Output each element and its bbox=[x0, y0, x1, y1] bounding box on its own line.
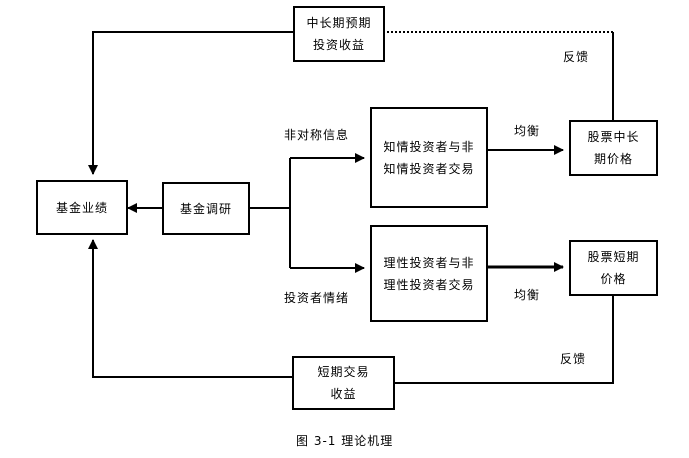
stock-short-price-text: 股票短期 价格 bbox=[587, 250, 640, 286]
feedback-top-label: 反馈 bbox=[563, 50, 590, 64]
feedback-bottom-line bbox=[395, 296, 614, 384]
research-split-line bbox=[250, 158, 291, 268]
informed-trade-text: 知情投资者与非 知情投资者交易 bbox=[383, 139, 475, 176]
short-return-box: 短期交易 收益 bbox=[292, 356, 395, 410]
equilibrium-bottom-label: 均衡 bbox=[514, 288, 541, 302]
stock-mid-long-price-text: 股票中长 期价格 bbox=[587, 130, 640, 166]
investor-sentiment-label: 投资者情绪 bbox=[284, 291, 350, 305]
stock-short-price-box: 股票短期 价格 bbox=[569, 240, 658, 296]
fund-performance-text: 基金业绩 bbox=[55, 200, 108, 215]
short-return-to-performance-arrow bbox=[88, 239, 292, 378]
fund-performance-box: 基金业绩 bbox=[36, 180, 128, 235]
stock-mid-long-price-box: 股票中长 期价格 bbox=[569, 120, 658, 176]
fund-research-text: 基金调研 bbox=[179, 201, 232, 216]
feedback-bottom-label: 反馈 bbox=[560, 352, 587, 366]
asymmetric-info-label: 非对称信息 bbox=[284, 128, 350, 142]
informed-trade-box: 知情投资者与非 知情投资者交易 bbox=[370, 107, 488, 208]
fund-research-box: 基金调研 bbox=[162, 182, 250, 235]
mid-long-return-text: 中长期预期 投资收益 bbox=[306, 16, 372, 52]
rational-trade-text: 理性投资者与非 理性投资者交易 bbox=[383, 255, 475, 292]
rational-trade-box: 理性投资者与非 理性投资者交易 bbox=[370, 225, 488, 322]
equilibrium-top-label: 均衡 bbox=[514, 124, 541, 138]
figure-caption: 图 3-1 理论机理 bbox=[296, 434, 394, 448]
mid-long-return-box: 中长期预期 投资收益 bbox=[293, 6, 385, 62]
short-return-text: 短期交易 收益 bbox=[317, 365, 370, 401]
mid-long-to-performance-arrow bbox=[88, 31, 293, 175]
